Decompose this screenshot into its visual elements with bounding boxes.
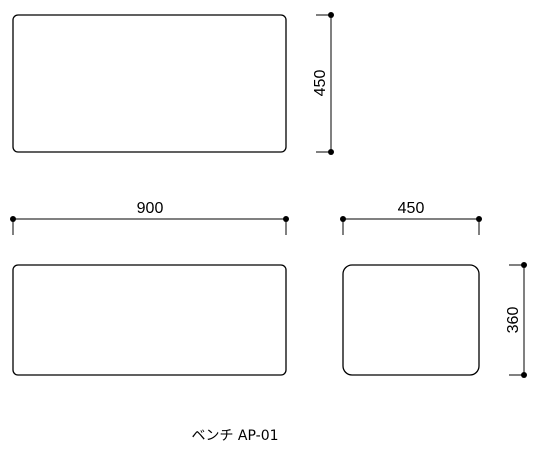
front-view: 900 <box>10 200 289 376</box>
top-view-outline <box>12 14 287 153</box>
side-view-width-dimension: 450 <box>340 200 482 235</box>
drawing-caption: ベンチ AP-01 <box>191 428 278 444</box>
top-view-height-dimension: 450 <box>312 12 334 155</box>
side-view-height-label: 360 <box>505 307 522 334</box>
side-view-width-label: 450 <box>398 200 425 217</box>
front-view-width-dimension: 900 <box>10 200 289 235</box>
top-view: 450 <box>12 12 334 155</box>
front-view-width-label: 900 <box>137 200 164 217</box>
front-view-outline <box>12 264 287 376</box>
top-view-height-label: 450 <box>312 70 329 97</box>
side-view: 450 360 <box>340 200 527 378</box>
side-view-outline <box>342 264 480 376</box>
side-view-height-dimension: 360 <box>505 262 527 378</box>
